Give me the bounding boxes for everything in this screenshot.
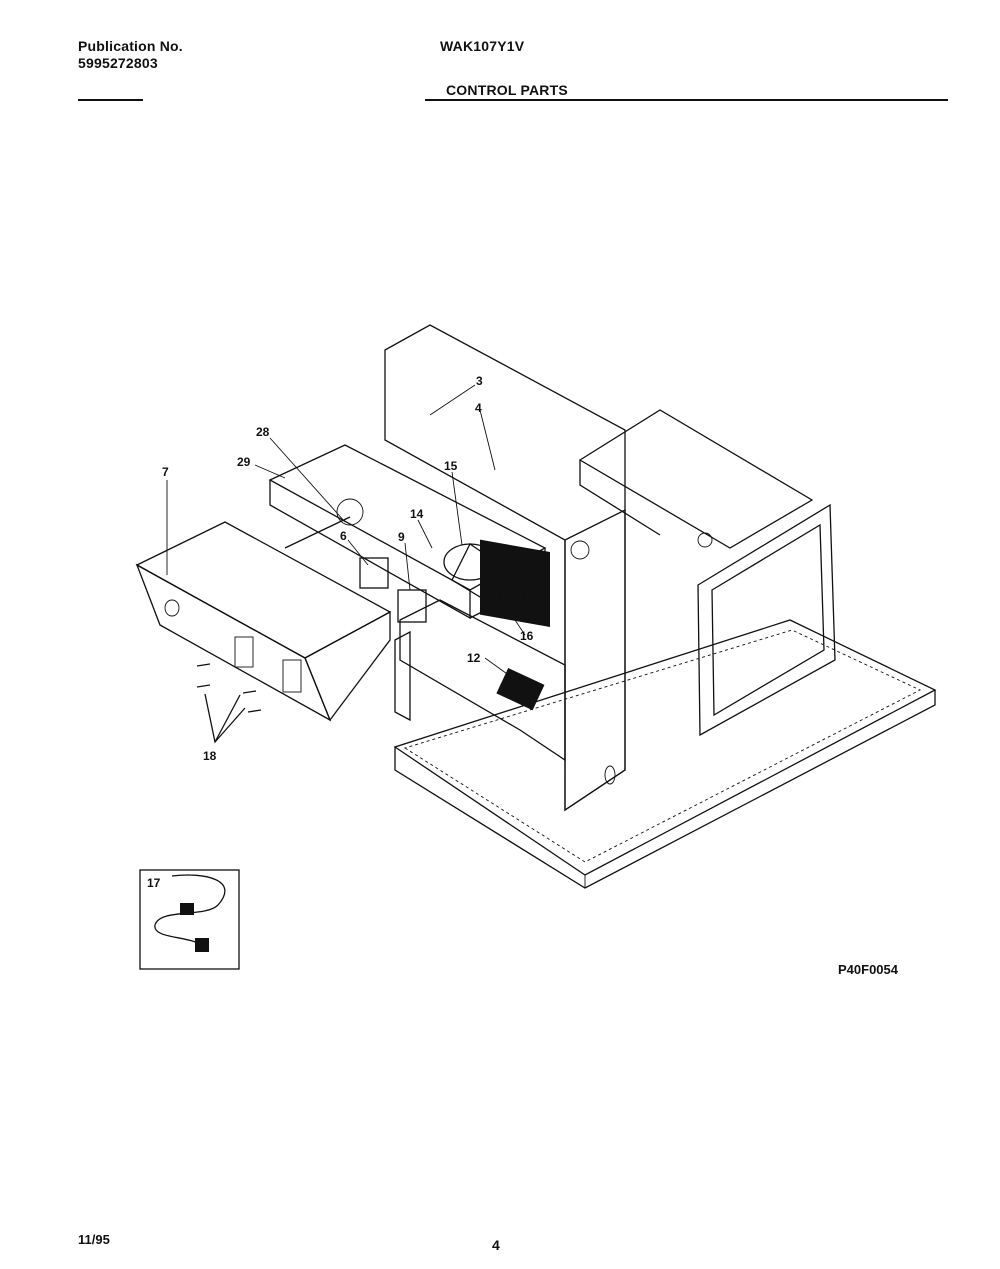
callout-29: 29 — [237, 455, 251, 469]
callout-12: 12 — [467, 651, 481, 665]
footer-date: 11/95 — [78, 1232, 110, 1247]
model-number: WAK107Y1V — [440, 38, 525, 54]
callout-3: 3 — [476, 374, 483, 388]
header-rule — [78, 99, 948, 101]
callout-18: 18 — [203, 749, 217, 763]
callout-16: 16 — [520, 629, 534, 643]
header-rule-gap — [143, 98, 425, 101]
screws — [196, 663, 262, 744]
fan-motor — [443, 543, 525, 615]
capacitor — [480, 539, 550, 627]
thermostat — [397, 589, 427, 623]
publication-label: Publication No. — [78, 38, 183, 54]
selector-switch — [359, 557, 389, 589]
callout-28: 28 — [256, 425, 270, 439]
control-bracket — [394, 599, 566, 762]
base-pan — [393, 619, 937, 889]
callout-14: 14 — [410, 507, 424, 521]
publication-number: 5995272803 — [78, 55, 158, 71]
page-number: 4 — [492, 1237, 500, 1253]
callout-7: 7 — [162, 465, 169, 479]
front-frame — [697, 503, 836, 737]
callout-9: 9 — [398, 530, 405, 544]
callout-4: 4 — [475, 401, 482, 415]
figure-code: P40F0054 — [838, 962, 898, 977]
callout-6: 6 — [340, 529, 347, 543]
callout-17: 17 — [147, 876, 161, 890]
power-cord-inset — [139, 869, 240, 970]
top-cover-plate — [578, 409, 814, 549]
callout-15: 15 — [444, 459, 458, 473]
section-title: CONTROL PARTS — [446, 82, 568, 98]
control-panel — [135, 521, 392, 722]
leader-lines — [166, 384, 526, 677]
